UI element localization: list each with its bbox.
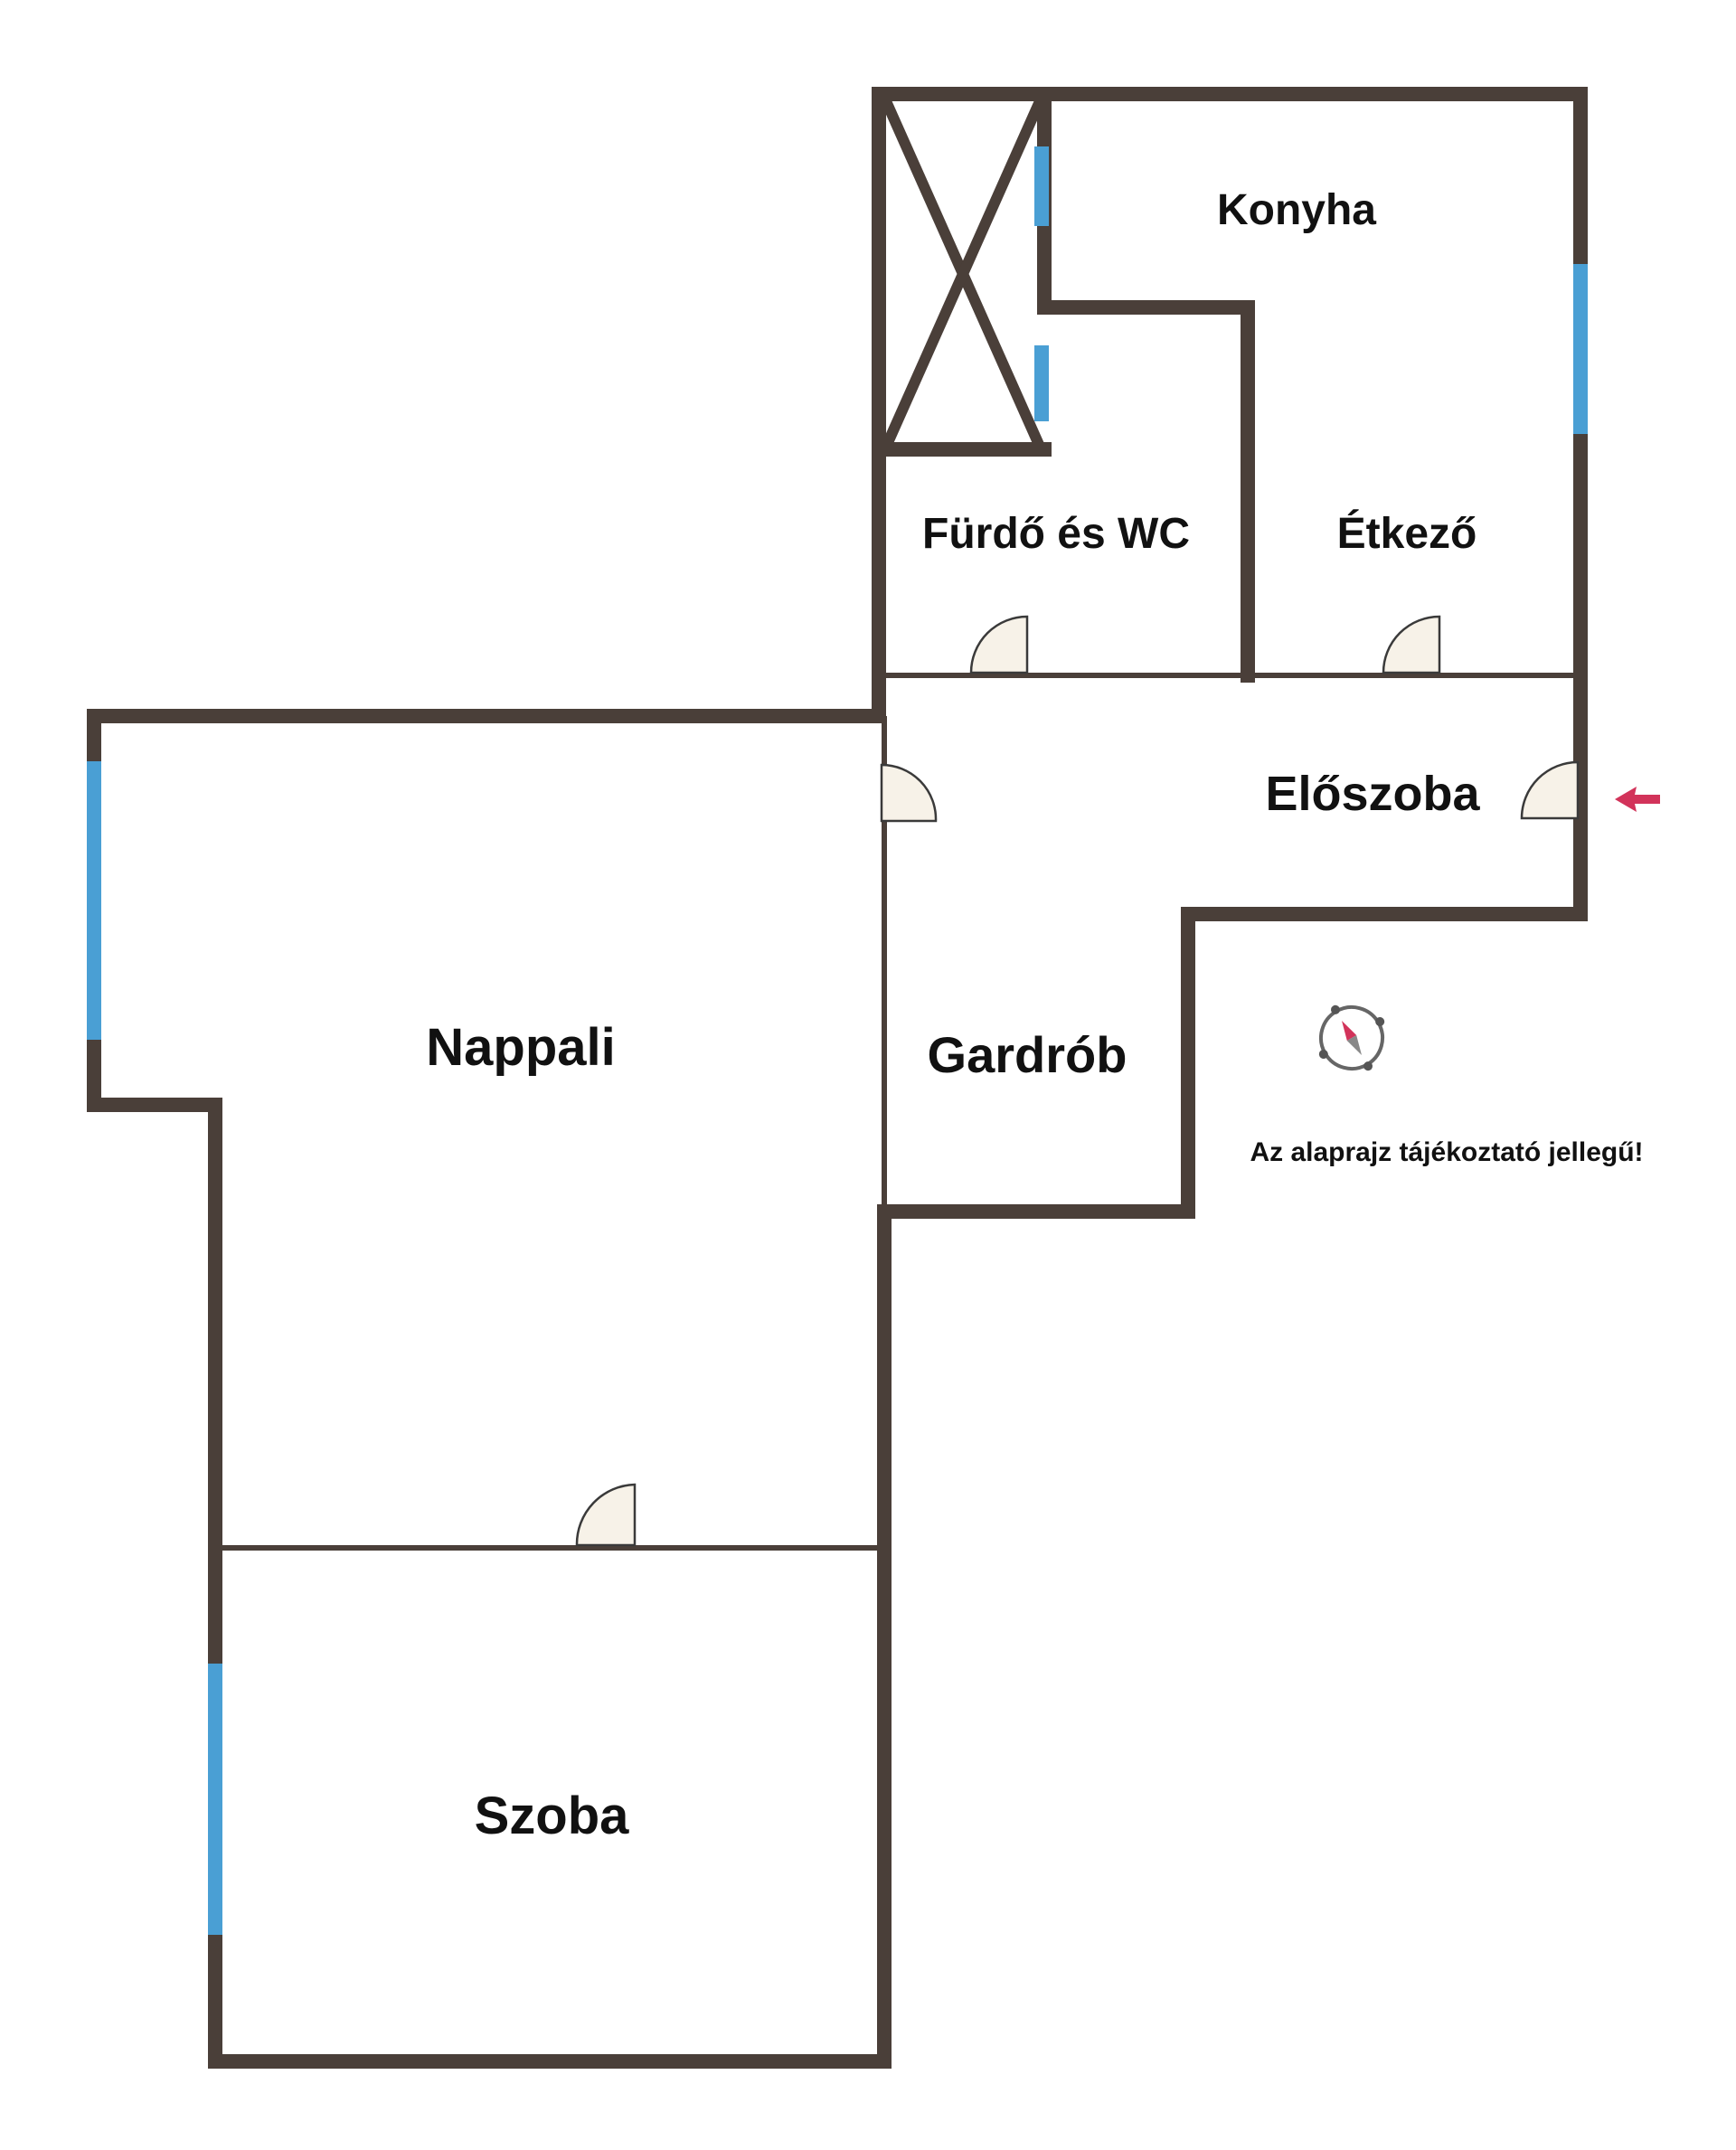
room-label-etkezo: Étkező — [1337, 509, 1477, 558]
arrow-left-icon — [1615, 787, 1660, 812]
door-living — [880, 763, 938, 823]
windows — [87, 146, 1588, 1935]
disclaimer-note: Az alaprajz tájékoztató jellegű! — [1250, 1137, 1643, 1167]
room-label-szoba: Szoba — [475, 1787, 630, 1845]
door-bath — [969, 615, 1029, 674]
door-dining — [1382, 615, 1441, 674]
doors — [575, 615, 1580, 1547]
compass-icon — [1318, 1004, 1385, 1071]
exterior-walls — [87, 87, 1588, 2069]
door-room — [575, 1483, 637, 1547]
room-label-eloszoba: Előszoba — [1265, 767, 1480, 821]
room-label-konyha: Konyha — [1217, 186, 1376, 234]
room-label-furdo: Fürdő és WC — [922, 510, 1190, 558]
shaft — [872, 99, 1052, 457]
wall-north-east — [87, 87, 1588, 2069]
room-label-gardrob: Gardrób — [928, 1026, 1127, 1083]
room-label-nappali: Nappali — [426, 1018, 616, 1077]
shaft-cross-2 — [881, 99, 1045, 449]
door-entrance — [1520, 760, 1580, 820]
wall-kitchen-bath — [1037, 87, 1255, 683]
